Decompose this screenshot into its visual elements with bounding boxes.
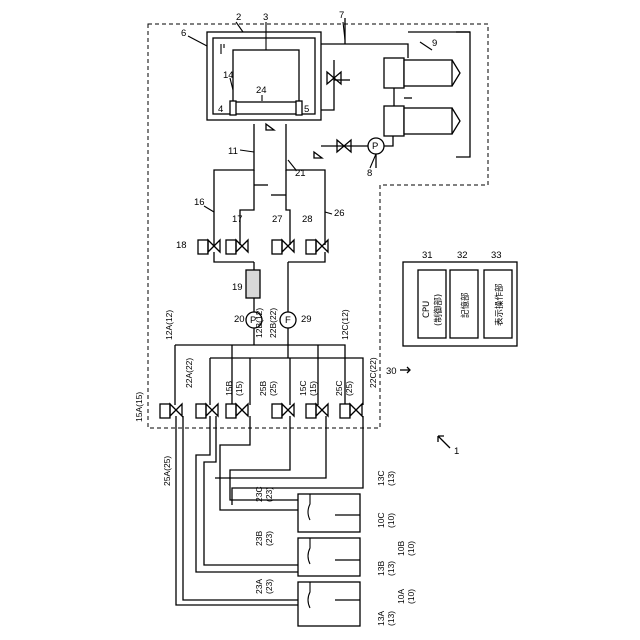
- label-15a: 15A(15): [134, 392, 144, 422]
- label-13a-ref: (13): [386, 611, 396, 626]
- label-9: 9: [432, 38, 437, 49]
- label-17: 17: [232, 214, 243, 225]
- label-4: 4: [218, 104, 223, 115]
- flow-symbol-29: F: [285, 315, 291, 326]
- label-33: 33: [491, 250, 502, 261]
- label-10b-ref: (10): [406, 541, 416, 556]
- label-24: 24: [256, 85, 267, 96]
- label-15b: 15B: [224, 381, 234, 396]
- label-15c-ref: (15): [308, 381, 318, 396]
- label-10b: 10B: [396, 541, 406, 556]
- label-22b: 22B(22): [268, 308, 278, 338]
- label-10a: 10A: [396, 589, 406, 604]
- label-21: 21: [295, 168, 306, 179]
- return-pipe-21: [286, 124, 325, 245]
- label-20: 20: [234, 314, 245, 325]
- tank-10a: [298, 582, 360, 626]
- label-25c-ref: (25): [344, 381, 354, 396]
- label-19: 19: [232, 282, 243, 293]
- label-30: 30: [386, 366, 397, 377]
- valve-row-bottom: [160, 404, 362, 418]
- label-18: 18: [176, 240, 187, 251]
- label-32: 32: [457, 250, 468, 261]
- label-25c: 25C: [334, 380, 344, 396]
- label-10c-ref: (10): [386, 513, 396, 528]
- label-27: 27: [272, 214, 283, 225]
- label-26: 26: [334, 208, 345, 219]
- memory-label: 記憶部: [460, 292, 471, 318]
- tank-10b: [298, 538, 360, 576]
- label-23c: 23C: [254, 486, 264, 502]
- label-23a: 23A: [254, 579, 264, 594]
- label-23c-ref: (23): [264, 487, 274, 502]
- label-13c: 13C: [376, 470, 386, 486]
- label-2: 2: [236, 12, 241, 23]
- label-6: 6: [181, 28, 186, 39]
- label-23a-ref: (23): [264, 579, 274, 594]
- display-label: 表示操作部: [494, 283, 505, 326]
- cpu-sublabel: (制御部): [433, 294, 444, 326]
- label-11: 11: [228, 146, 238, 157]
- label-13b-ref: (13): [386, 561, 396, 576]
- label-14: 14: [223, 70, 234, 81]
- label-15c: 15C: [298, 380, 308, 396]
- label-13b: 13B: [376, 561, 386, 576]
- label-29: 29: [301, 314, 312, 325]
- label-22c: 22C(22): [368, 357, 378, 388]
- label-10c: 10C: [376, 512, 386, 528]
- device-unit: [384, 32, 470, 157]
- pump-symbol-8: P: [372, 141, 378, 152]
- system-arrow: [438, 436, 450, 448]
- label-25b: 25B: [258, 381, 268, 396]
- supply-pipe-11: [214, 124, 254, 245]
- tank-10c: [298, 494, 360, 532]
- label-5: 5: [304, 104, 309, 115]
- label-13c-ref: (13): [386, 471, 396, 486]
- recirculation-line: [321, 136, 393, 168]
- filter-19: [246, 270, 260, 298]
- pump-symbol-20: P: [250, 315, 256, 326]
- label-12c: 12C(12): [340, 309, 350, 340]
- label-28: 28: [302, 214, 313, 225]
- label-8: 8: [367, 168, 372, 179]
- label-10a-ref: (10): [406, 589, 416, 604]
- label-3: 3: [263, 12, 268, 23]
- label-16: 16: [194, 197, 205, 208]
- label-25b-ref: (25): [268, 381, 278, 396]
- label-13a: 13A: [376, 611, 386, 626]
- label-22a: 22A(22): [184, 358, 194, 388]
- label-31: 31: [422, 250, 433, 261]
- label-23b-ref: (23): [264, 531, 274, 546]
- label-15b-ref: (15): [234, 381, 244, 396]
- label-25a: 25A(25): [162, 456, 172, 486]
- label-7: 7: [339, 10, 344, 21]
- cpu-label: CPU: [422, 301, 432, 318]
- label-12a: 12A(12): [164, 310, 174, 340]
- label-1: 1: [454, 446, 459, 457]
- label-23b: 23B: [254, 531, 264, 546]
- valve-row-top: [198, 240, 328, 262]
